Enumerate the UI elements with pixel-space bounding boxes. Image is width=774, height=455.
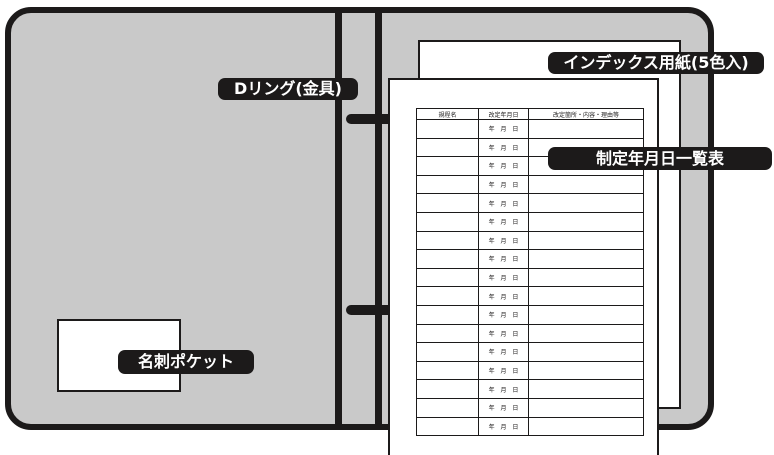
table-row: 年 月 日: [416, 267, 644, 288]
d-ring-bottom: [346, 305, 394, 315]
revision-details-cell: [528, 119, 644, 139]
revision-details-cell: [528, 342, 644, 362]
table-row: 年 月 日: [416, 119, 644, 139]
revision-details-cell: [528, 360, 644, 381]
revision-table-header: 規程名 改定年月日 改定箇所・内容・理由等: [416, 108, 644, 120]
table-row: 年 月 日: [416, 304, 644, 325]
table-row: 年 月 日: [416, 342, 644, 362]
revision-date-cell: 年 月 日: [478, 323, 529, 344]
d-ring-label: Dリング(金具): [218, 78, 358, 100]
revision-details-cell: [528, 323, 644, 344]
table-header-row: 規程名 改定年月日 改定箇所・内容・理由等: [416, 108, 644, 120]
revision-details-cell: [528, 230, 644, 251]
header-revision-details: 改定箇所・内容・理由等: [528, 108, 644, 120]
regulation-name-cell: [416, 379, 479, 399]
revision-details-cell: [528, 397, 644, 418]
revision-date-cell: 年 月 日: [478, 137, 529, 158]
revision-table: 規程名 改定年月日 改定箇所・内容・理由等 年 月 日年 月 日年 月 日年 月…: [416, 108, 644, 437]
regulation-name-cell: [416, 249, 479, 269]
revision-date-cell: 年 月 日: [478, 397, 529, 418]
revision-details-cell: [528, 174, 644, 195]
regulation-name-cell: [416, 230, 479, 251]
table-row: 年 月 日: [416, 323, 644, 344]
regulation-name-cell: [416, 416, 479, 437]
card-pocket-label: 名刺ポケット: [118, 350, 254, 374]
revision-details-cell: [528, 286, 644, 306]
table-row: 年 月 日: [416, 397, 644, 418]
header-revision-date: 改定年月日: [478, 108, 529, 120]
regulation-name-cell: [416, 137, 479, 158]
revision-details-cell: [528, 267, 644, 288]
revision-date-cell: 年 月 日: [478, 156, 529, 176]
regulation-name-cell: [416, 323, 479, 344]
regulation-name-cell: [416, 211, 479, 232]
regulation-name-cell: [416, 397, 479, 418]
table-row: 年 月 日: [416, 174, 644, 195]
revision-details-cell: [528, 416, 644, 437]
regulation-name-cell: [416, 156, 479, 176]
header-regulation-name: 規程名: [416, 108, 479, 120]
regulation-name-cell: [416, 267, 479, 288]
regulation-name-cell: [416, 342, 479, 362]
spine-right-hinge: [375, 7, 382, 430]
regulation-name-cell: [416, 174, 479, 195]
revision-details-cell: [528, 193, 644, 213]
revision-date-cell: 年 月 日: [478, 119, 529, 139]
revision-date-cell: 年 月 日: [478, 249, 529, 269]
revision-list-label: 制定年月日一覧表: [548, 147, 772, 170]
revision-table-body: 年 月 日年 月 日年 月 日年 月 日年 月 日年 月 日年 月 日年 月 日…: [416, 119, 644, 437]
revision-date-cell: 年 月 日: [478, 211, 529, 232]
revision-date-cell: 年 月 日: [478, 230, 529, 251]
revision-details-cell: [528, 304, 644, 325]
revision-date-cell: 年 月 日: [478, 174, 529, 195]
revision-date-cell: 年 月 日: [478, 304, 529, 325]
revision-date-cell: 年 月 日: [478, 342, 529, 362]
regulation-name-cell: [416, 193, 479, 213]
spine-left-hinge: [335, 7, 342, 430]
index-paper-label: インデックス用紙(5色入): [548, 52, 764, 74]
table-row: 年 月 日: [416, 379, 644, 399]
regulation-name-cell: [416, 119, 479, 139]
d-ring-top: [346, 114, 394, 124]
regulation-name-cell: [416, 304, 479, 325]
revision-date-cell: 年 月 日: [478, 286, 529, 306]
revision-date-cell: 年 月 日: [478, 267, 529, 288]
revision-details-cell: [528, 211, 644, 232]
table-row: 年 月 日: [416, 211, 644, 232]
revision-date-cell: 年 月 日: [478, 379, 529, 399]
revision-date-cell: 年 月 日: [478, 360, 529, 381]
table-row: 年 月 日: [416, 286, 644, 306]
table-row: 年 月 日: [416, 230, 644, 251]
revision-details-cell: [528, 379, 644, 399]
revision-date-cell: 年 月 日: [478, 193, 529, 213]
table-row: 年 月 日: [416, 249, 644, 269]
table-row: 年 月 日: [416, 193, 644, 213]
table-row: 年 月 日: [416, 416, 644, 437]
revision-details-cell: [528, 249, 644, 269]
regulation-name-cell: [416, 360, 479, 381]
revision-date-cell: 年 月 日: [478, 416, 529, 437]
table-row: 年 月 日: [416, 360, 644, 381]
regulation-name-cell: [416, 286, 479, 306]
